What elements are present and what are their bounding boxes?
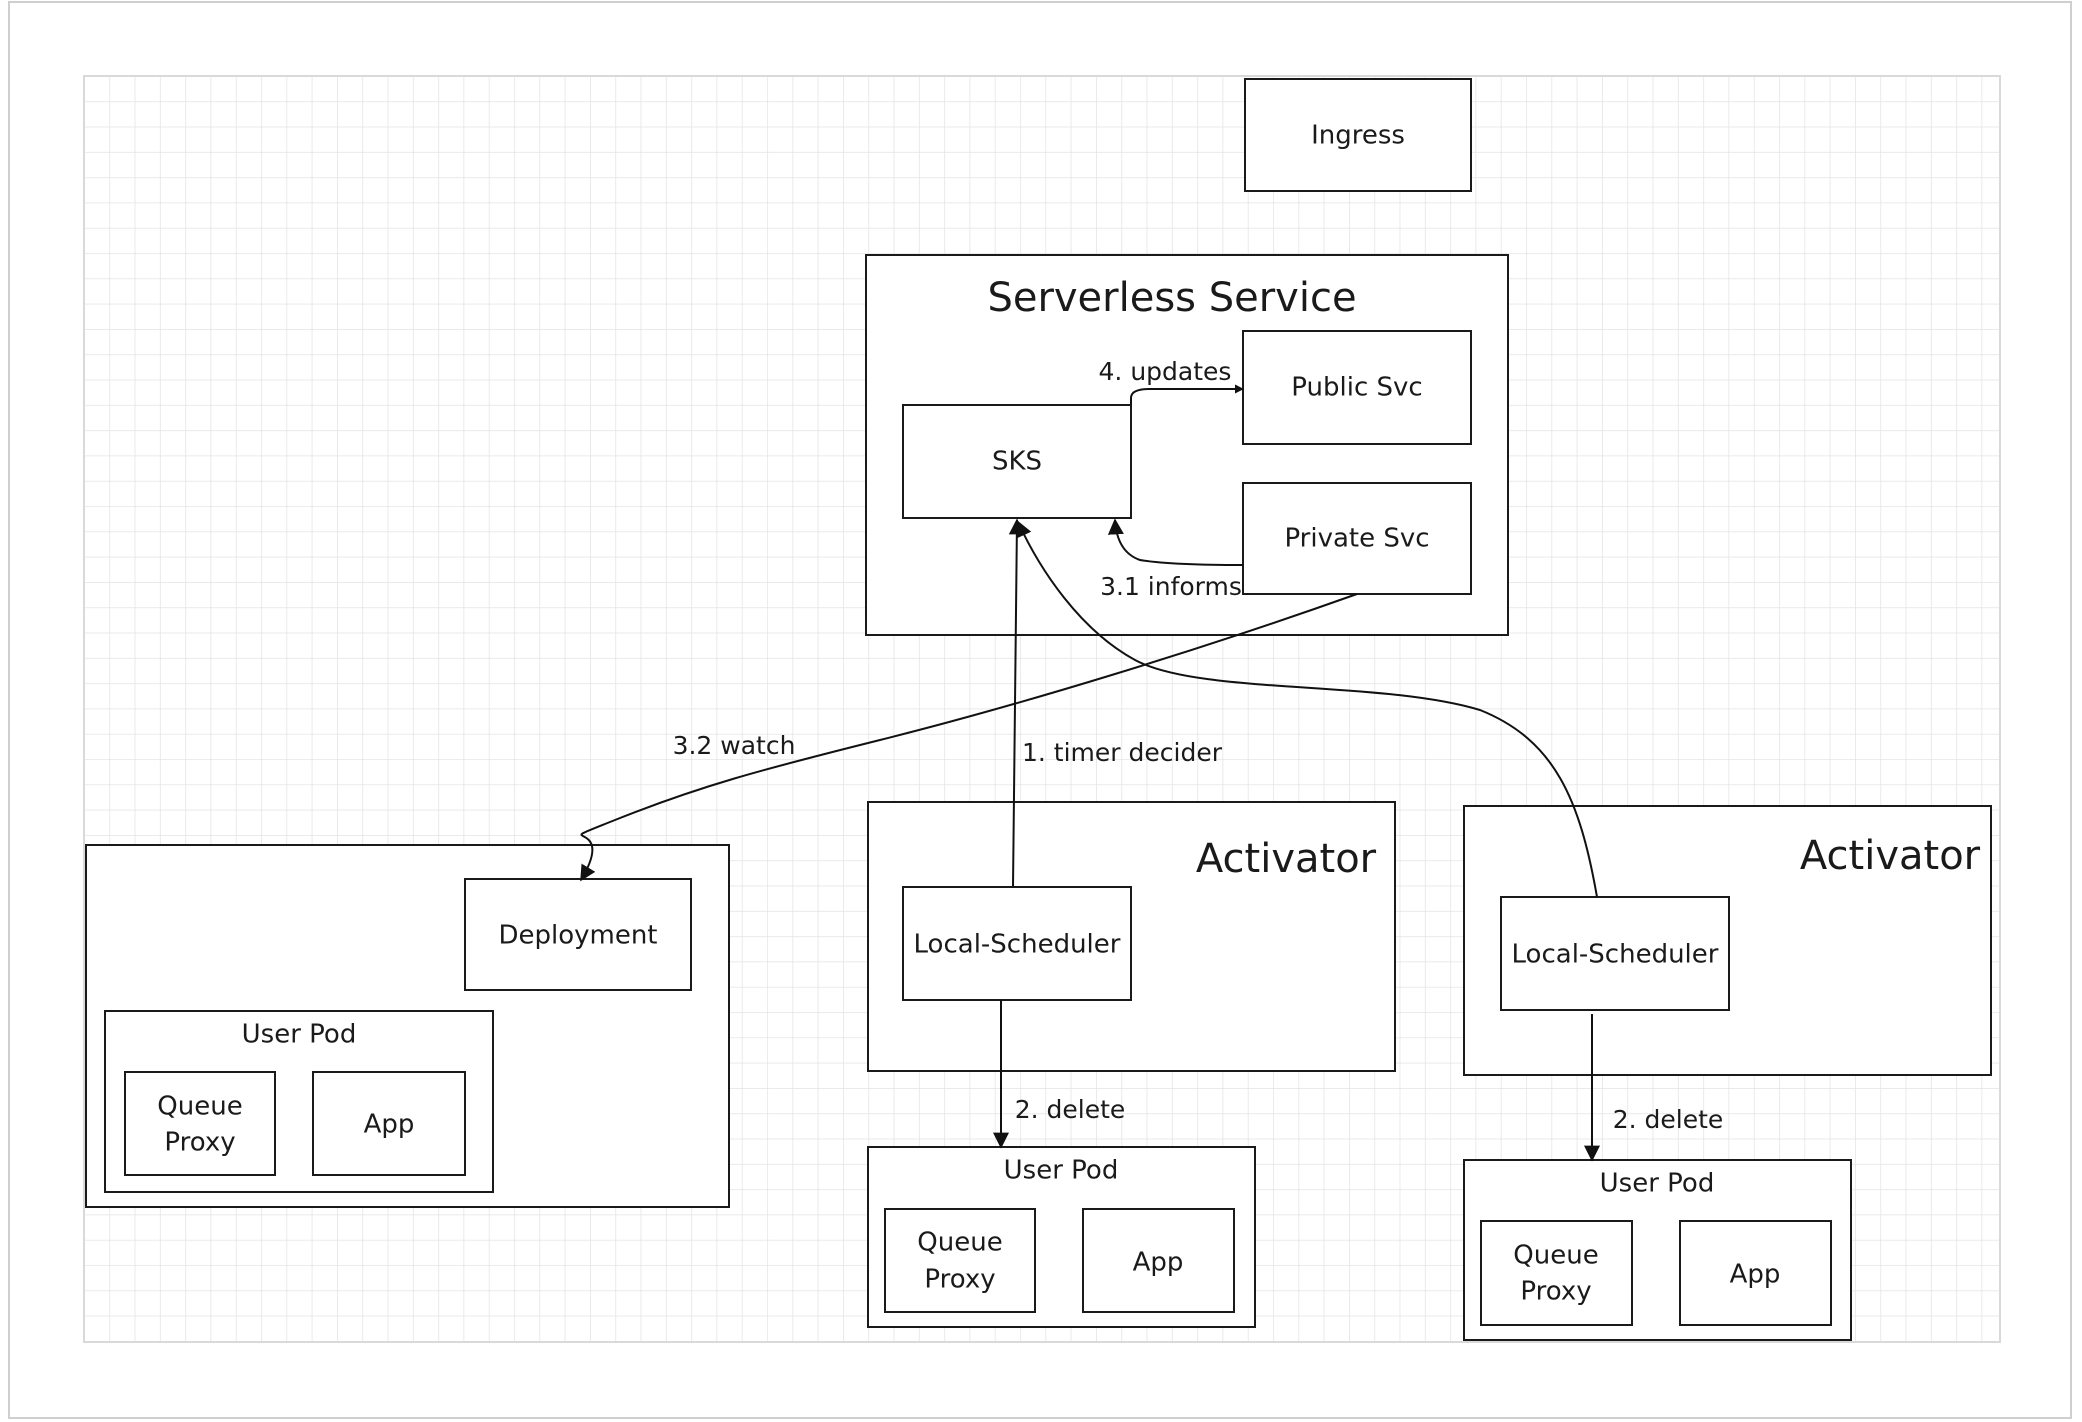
local-scheduler-1-label: Local-Scheduler [914,930,1121,960]
edge-watch[interactable] [580,593,1358,882]
local-scheduler-2-label: Local-Scheduler [1512,940,1719,970]
queue-proxy-1-line1: Queue [157,1092,242,1122]
app-3-label: App [1730,1260,1781,1290]
ingress-label: Ingress [1311,121,1405,151]
sks-box[interactable] [902,404,1132,519]
user-pod-3-label: User Pod [1600,1169,1715,1199]
queue-proxy-2-line1: Queue [917,1228,1002,1258]
edge-timer-decider[interactable] [1008,518,1025,888]
edge-watch-label: 3.2 watch [673,731,796,760]
ingress-box[interactable] [1244,78,1472,192]
edge-informs[interactable] [1107,518,1244,566]
app-2-box[interactable] [1082,1208,1235,1313]
app-2-label: App [1133,1248,1184,1278]
queue-proxy-3-box[interactable] [1480,1220,1633,1326]
private-svc-label: Private Svc [1284,524,1429,554]
app-1-box[interactable] [312,1071,466,1176]
local-scheduler-2-box[interactable] [1500,896,1730,1011]
edge-updates[interactable] [1130,384,1244,405]
queue-proxy-1-box[interactable] [124,1071,276,1176]
activator-1-label: Activator [1196,836,1377,882]
app-3-box[interactable] [1679,1220,1832,1326]
queue-proxy-3-line1: Queue [1513,1241,1598,1271]
user-pod-2-label: User Pod [1004,1156,1119,1186]
edge-scheduler2-to-sks[interactable] [1016,520,1598,898]
edge-timer-decider-label: 1. timer decider [1022,738,1223,767]
edge-delete-2-label: 2. delete [1613,1105,1724,1134]
public-svc-label: Public Svc [1291,373,1422,403]
queue-proxy-2-box[interactable] [884,1208,1036,1313]
queue-proxy-3-line2: Proxy [1520,1277,1591,1307]
edge-updates-label: 4. updates [1099,357,1232,386]
deployment-label: Deployment [498,921,657,951]
queue-proxy-1-line2: Proxy [164,1128,235,1158]
edge-delete-1-label: 2. delete [1015,1095,1126,1124]
user-pod-1-label: User Pod [242,1020,357,1050]
app-1-label: App [364,1110,415,1140]
sks-label: SKS [992,447,1042,477]
activator-2-label: Activator [1800,833,1981,879]
queue-proxy-2-line2: Proxy [924,1265,995,1295]
public-svc-box[interactable] [1242,330,1472,445]
edge-informs-label: 3.1 informs [1100,572,1242,601]
local-scheduler-1-box[interactable] [902,886,1132,1001]
serverless-service-label: Serverless Service [987,275,1356,321]
deployment-box[interactable] [464,878,692,991]
